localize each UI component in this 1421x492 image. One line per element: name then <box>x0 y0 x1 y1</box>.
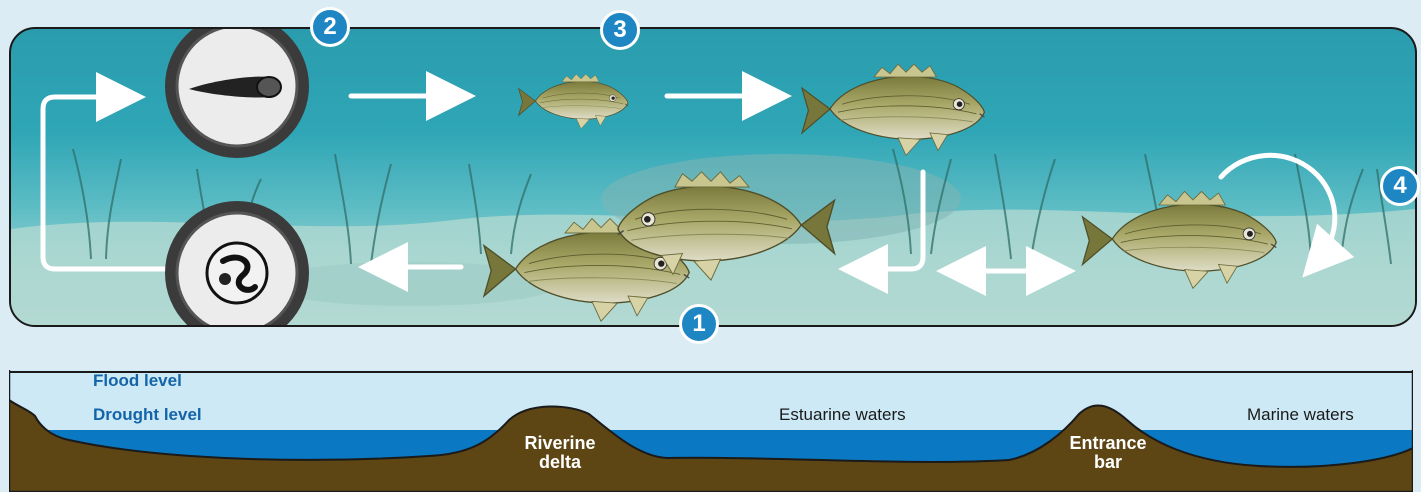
entrance-bar-line1: Entrance <box>1063 434 1153 453</box>
egg-circle <box>165 201 309 325</box>
riverine-delta-label: Riverine delta <box>515 434 605 472</box>
life-cycle-scene <box>9 27 1417 327</box>
stage-badge-4: 4 <box>1380 166 1420 206</box>
scene-illustration <box>11 29 1415 325</box>
stage-badge-3: 3 <box>600 10 640 50</box>
marine-waters-label: Marine waters <box>1247 405 1354 425</box>
stage-badge-1: 1 <box>679 304 719 344</box>
larva-circle <box>165 29 309 158</box>
cross-section-graphic <box>9 370 1413 492</box>
entrance-bar-line2: bar <box>1063 453 1153 472</box>
riverine-delta-line1: Riverine <box>515 434 605 453</box>
riverine-delta-line2: delta <box>515 453 605 472</box>
entrance-bar-label: Entrance bar <box>1063 434 1153 472</box>
estuary-cross-section: Flood level Drought level Estuarine wate… <box>9 370 1413 492</box>
drought-level-label: Drought level <box>93 405 202 425</box>
stage-badge-2: 2 <box>310 7 350 47</box>
flood-level-label: Flood level <box>93 371 182 391</box>
estuarine-waters-label: Estuarine waters <box>779 405 906 425</box>
